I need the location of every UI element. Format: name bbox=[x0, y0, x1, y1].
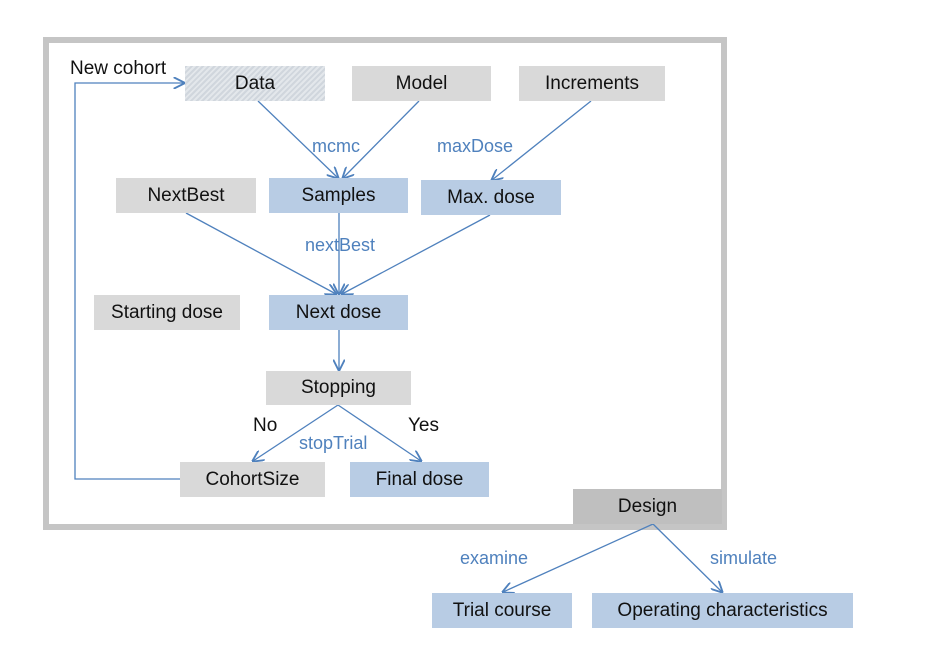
new-cohort-label: New cohort bbox=[70, 58, 167, 79]
arrow-stopping-finaldose bbox=[337, 404, 421, 461]
nextbest-function-label: nextBest bbox=[305, 235, 376, 255]
increments-box: Increments bbox=[519, 66, 665, 101]
stoptrial-function-label: stopTrial bbox=[299, 433, 368, 453]
data-box: Data bbox=[185, 66, 325, 101]
arrow-stopping-cohortsize bbox=[253, 404, 339, 461]
starting-dose-box: Starting dose bbox=[94, 295, 240, 330]
arrow-maxdose-nextdose bbox=[342, 214, 491, 294]
arrow-increments-maxdose bbox=[492, 100, 592, 180]
stopping-box: Stopping bbox=[266, 371, 411, 405]
arrow-data-samples bbox=[257, 100, 338, 178]
no-label: No bbox=[253, 415, 278, 436]
operating-characteristics-box: Operating characteristics bbox=[592, 593, 853, 628]
arrow-design-trialcourse bbox=[503, 523, 654, 592]
maxdose-function-label: maxDose bbox=[437, 136, 514, 156]
arrow-new-cohort-loop bbox=[74, 83, 184, 480]
design-box: Design bbox=[573, 489, 722, 524]
mcmc-function-label: mcmc bbox=[312, 136, 360, 156]
trial-course-box: Trial course bbox=[432, 593, 572, 628]
max-dose-box: Max. dose bbox=[421, 180, 561, 215]
arrow-nextbest-nextdose bbox=[185, 212, 336, 294]
simulate-function-label: simulate bbox=[710, 548, 778, 568]
cohort-size-box: CohortSize bbox=[180, 462, 325, 497]
arrow-design-operating bbox=[652, 523, 722, 592]
final-dose-box: Final dose bbox=[350, 462, 489, 497]
model-box: Model bbox=[352, 66, 491, 101]
yes-label: Yes bbox=[408, 415, 439, 436]
next-dose-box: Next dose bbox=[269, 295, 408, 330]
nextbest-box: NextBest bbox=[116, 178, 256, 213]
design-frame bbox=[43, 37, 727, 530]
arrow-model-samples bbox=[343, 100, 420, 178]
examine-function-label: examine bbox=[460, 548, 529, 568]
samples-box: Samples bbox=[269, 178, 408, 213]
